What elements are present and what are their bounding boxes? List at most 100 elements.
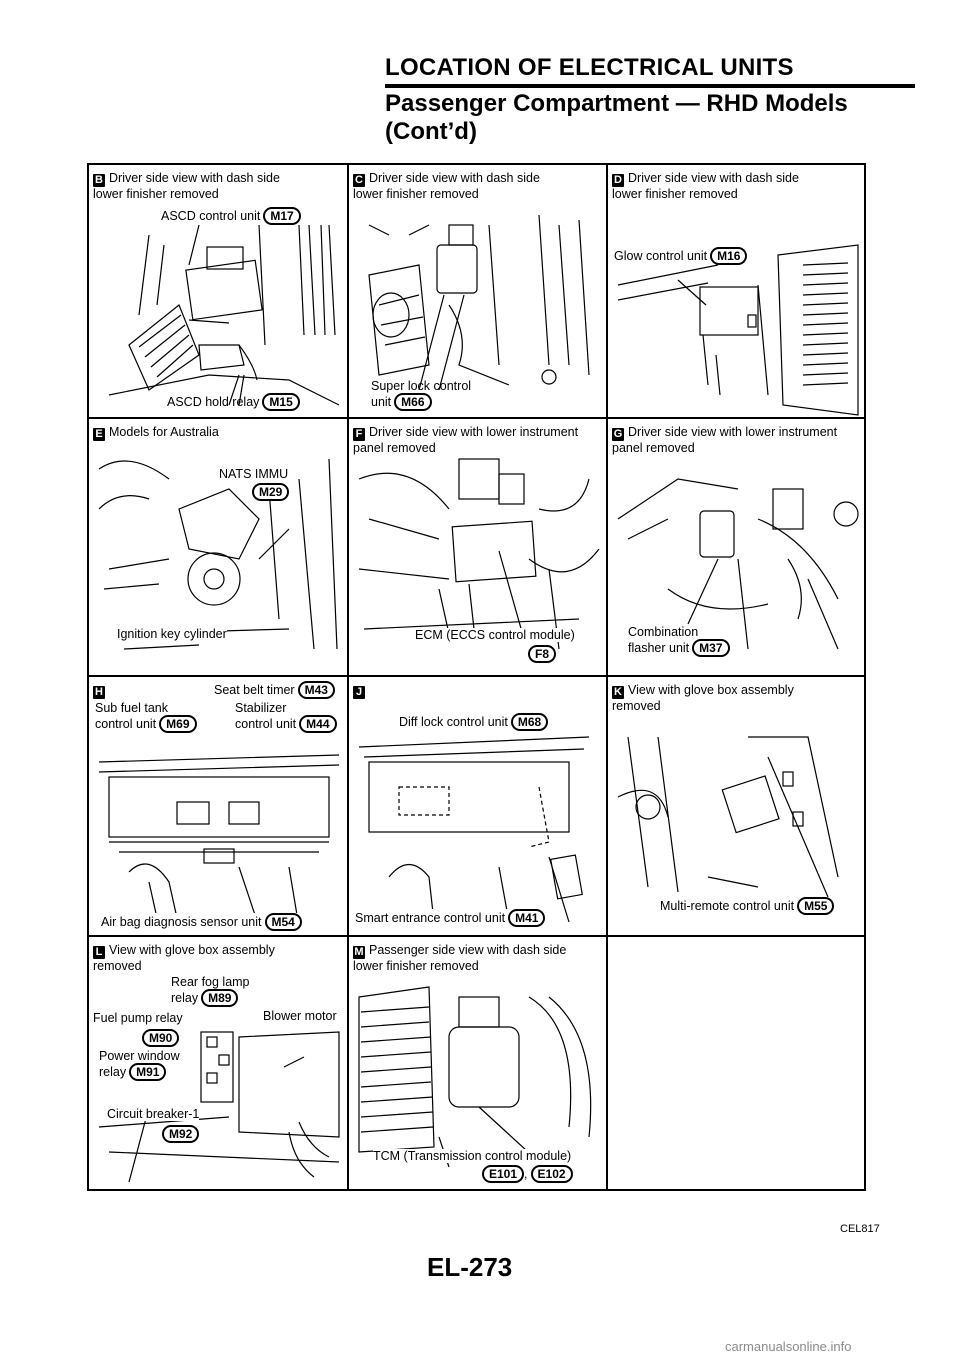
connector-badge: M44 bbox=[299, 715, 337, 733]
grid-divider bbox=[89, 417, 864, 419]
connector-badge: E102 bbox=[530, 1165, 573, 1183]
label-tcm: TCM (Transmission control module) bbox=[373, 1149, 572, 1163]
panel-d-illustration bbox=[617, 244, 859, 416]
panel-letter-k: K bbox=[612, 686, 624, 699]
panel-g-illustration bbox=[617, 478, 859, 650]
connector-badge: M41 bbox=[508, 909, 546, 927]
connector-badge: M90 bbox=[142, 1029, 180, 1047]
subtitle-line-1: Passenger Compartment — RHD Models bbox=[385, 90, 848, 117]
label-nats-immu-connector: M29 bbox=[249, 483, 290, 501]
label-circuit-breaker-1: Circuit breaker-1 bbox=[107, 1107, 200, 1121]
label-tcm-connectors: E101,E102 bbox=[479, 1165, 573, 1183]
label-fuel-pump-relay: Fuel pump relay bbox=[93, 1011, 183, 1025]
panel-h-illustration bbox=[98, 754, 340, 928]
label-blower-motor: Blower motor bbox=[263, 1009, 337, 1023]
page-subtitle: Passenger Compartment — RHD Models (Cont… bbox=[385, 90, 848, 146]
panel-letter-j: J bbox=[353, 686, 365, 699]
label-ecm-connector: F8 bbox=[525, 645, 557, 663]
connector-badge: M43 bbox=[297, 681, 335, 699]
panel-b-illustration bbox=[108, 224, 340, 406]
grid-divider bbox=[606, 165, 608, 1189]
panel-letter-f: F bbox=[353, 428, 365, 441]
panel-j-illustration bbox=[358, 736, 590, 923]
page-number: EL-273 bbox=[427, 1252, 513, 1282]
label-circuit-breaker-connector: M92 bbox=[159, 1125, 200, 1143]
connector-badge: M69 bbox=[159, 715, 197, 733]
section-title: LOCATION OF ELECTRICAL UNITS bbox=[385, 54, 794, 81]
panel-letter-h: H bbox=[93, 686, 105, 699]
connector-badge: M15 bbox=[262, 393, 300, 411]
panel-empty bbox=[608, 937, 864, 1189]
connector-badge: M37 bbox=[692, 639, 730, 657]
panel-h-title: H bbox=[93, 683, 109, 699]
figure-code: CEL817 bbox=[840, 1223, 880, 1235]
header-rule bbox=[385, 84, 915, 88]
connector-badge: M16 bbox=[710, 247, 748, 265]
connector-badge: M91 bbox=[129, 1063, 167, 1081]
connector-badge: M89 bbox=[201, 989, 239, 1007]
watermark: carmanualsonline.info bbox=[725, 1339, 852, 1354]
connector-badge: F8 bbox=[528, 645, 557, 663]
connector-badge: M29 bbox=[252, 483, 290, 501]
label-ecm: ECM (ECCS control module) bbox=[415, 628, 575, 642]
label-nats-immu: NATS IMMU bbox=[219, 467, 289, 481]
panel-letter-b: B bbox=[93, 174, 105, 187]
grid-divider bbox=[89, 675, 864, 677]
panel-letter-l: L bbox=[93, 946, 105, 959]
connector-badge: M92 bbox=[162, 1125, 200, 1143]
label-fuel-pump-relay-connector: M90 bbox=[139, 1029, 180, 1047]
connector-separator: , bbox=[524, 1167, 528, 1181]
panel-letter-e: E bbox=[93, 428, 105, 441]
panel-letter-d: D bbox=[612, 174, 624, 187]
panel-letter-c: C bbox=[353, 174, 365, 187]
panel-k-illustration bbox=[617, 736, 839, 898]
connector-badge: M68 bbox=[510, 713, 549, 731]
panel-f-illustration bbox=[358, 458, 600, 650]
panel-j-title: J bbox=[353, 683, 369, 699]
connector-badge: M55 bbox=[797, 897, 835, 915]
grid-divider bbox=[89, 935, 864, 937]
connector-badge: E101 bbox=[482, 1165, 525, 1183]
panel-m-illustration bbox=[358, 986, 592, 1168]
label-ignition-key-cylinder: Ignition key cylinder bbox=[117, 627, 227, 641]
connector-badge: M66 bbox=[394, 393, 432, 411]
subtitle-line-2: (Cont’d) bbox=[385, 118, 477, 145]
panel-letter-m: M bbox=[353, 946, 365, 959]
grid-divider bbox=[347, 165, 349, 1189]
connector-badge: M54 bbox=[264, 913, 302, 931]
